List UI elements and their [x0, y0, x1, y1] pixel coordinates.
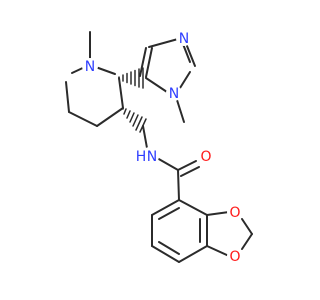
bond — [96, 107, 124, 127]
bond — [65, 81, 70, 113]
bond — [179, 71, 191, 89]
bond — [241, 218, 253, 235]
bond — [158, 207, 180, 220]
atom-label-o: O — [200, 149, 211, 165]
carbonyl-oxygen: O — [198, 148, 214, 165]
bond — [145, 47, 153, 78]
bond — [178, 245, 208, 263]
bond — [68, 111, 98, 127]
imidazole-nitrogen-methyl: N — [166, 85, 182, 102]
atom-label-n: N — [179, 31, 189, 47]
imidazole-ring — [139, 38, 196, 123]
bond — [178, 199, 208, 216]
bond — [148, 38, 179, 48]
bond — [151, 199, 180, 216]
piperidine-nitrogen: N — [82, 58, 98, 75]
dioxole-oxygen-top: O — [227, 204, 243, 221]
bond — [142, 125, 148, 149]
amide-nitrogen: H N — [136, 147, 159, 165]
bond — [182, 43, 191, 63]
chemical-structure: N N N H N O O O — [65, 30, 253, 265]
atom-label-n: N — [85, 59, 95, 75]
bond — [145, 77, 168, 93]
dioxole-ring — [206, 211, 253, 257]
bond — [186, 45, 196, 67]
benzene-ring — [151, 199, 208, 263]
dioxole-oxygen-bottom: O — [227, 248, 243, 265]
bond — [177, 169, 180, 201]
imidazole-nitrogen-top: N — [176, 30, 192, 47]
bond — [139, 47, 147, 77]
carbonyl-bond — [180, 166, 200, 177]
bond — [156, 157, 179, 171]
amide-linker — [142, 125, 200, 201]
atom-label-o: O — [229, 205, 240, 221]
carbonyl-bond — [177, 160, 197, 171]
piperidine-ring — [65, 31, 124, 127]
bond — [158, 241, 180, 255]
bond — [206, 245, 230, 257]
atom-label-n: N — [169, 86, 179, 102]
atom-label-nh-n: N — [147, 149, 157, 165]
bond — [151, 245, 180, 263]
bond — [206, 211, 230, 216]
imidazole-methyl-bond — [176, 99, 185, 123]
stereo-hashed-bond-1 — [118, 67, 144, 89]
atom-label-nh-h: H — [136, 149, 147, 165]
atom-labels: N N N H N O O O — [82, 30, 243, 265]
bond — [241, 233, 253, 250]
bond — [118, 77, 124, 109]
atom-label-o: O — [229, 249, 240, 265]
